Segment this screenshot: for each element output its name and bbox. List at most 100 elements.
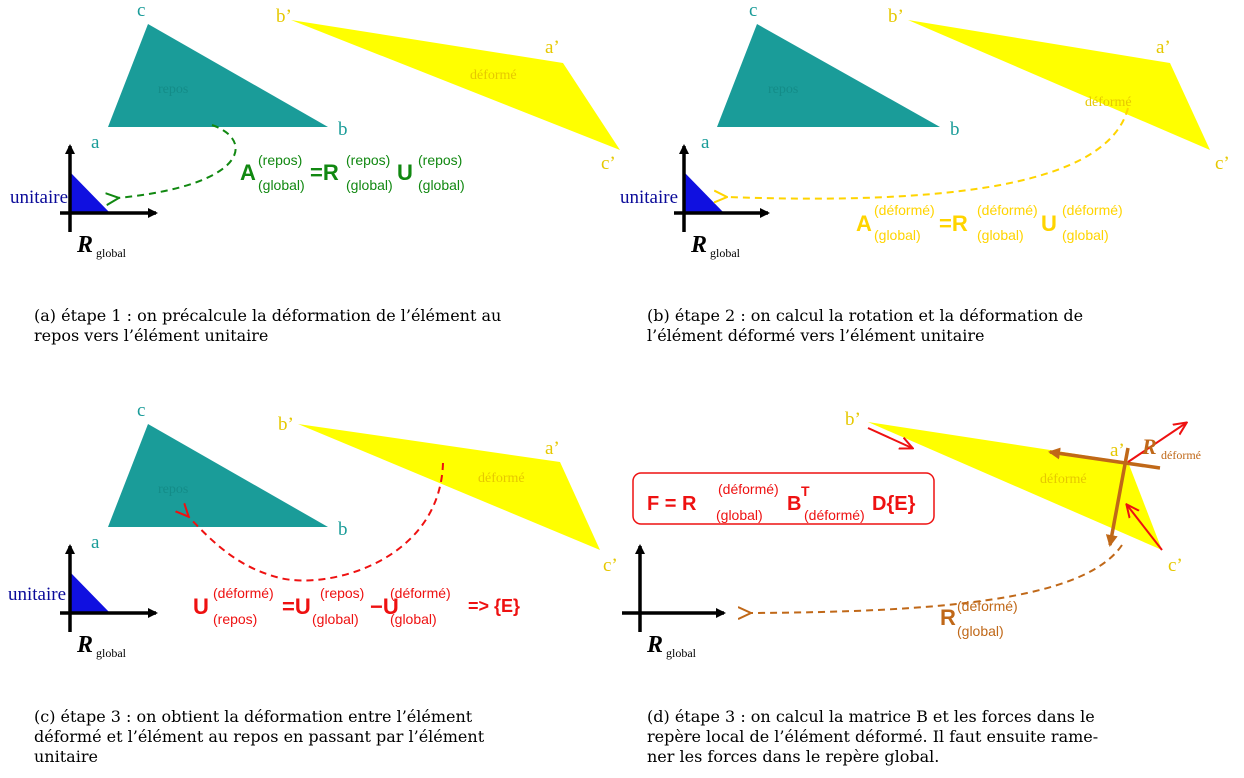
deformed-triangle bbox=[291, 20, 620, 150]
caption-line: déformé et l’élément au repos en passant… bbox=[34, 727, 485, 746]
svg-text:U: U bbox=[1041, 211, 1057, 236]
svg-text:(déformé): (déformé) bbox=[957, 598, 1018, 614]
svg-text:A: A bbox=[240, 160, 256, 185]
formula-box bbox=[632, 472, 935, 525]
label-deforme-sub: déformé bbox=[1161, 448, 1201, 462]
label-deforme: déformé bbox=[1085, 95, 1132, 110]
svg-text:(déformé): (déformé) bbox=[213, 585, 274, 601]
svg-text:(global): (global) bbox=[258, 177, 305, 193]
caption-line: repère local de l’élément déformé. Il fa… bbox=[647, 727, 1099, 746]
svg-text:=R: =R bbox=[939, 211, 968, 236]
svg-text:=R: =R bbox=[310, 160, 339, 185]
svg-text:(global): (global) bbox=[874, 227, 921, 243]
svg-text:(déformé): (déformé) bbox=[390, 585, 451, 601]
label-deforme: déformé bbox=[1040, 472, 1087, 487]
svg-text:(global): (global) bbox=[977, 227, 1024, 243]
caption-line: ner les forces dans le repère global. bbox=[647, 747, 940, 766]
svg-text:(déformé): (déformé) bbox=[718, 481, 779, 497]
caption-line: (a) étape 1 : on précalcule la déformati… bbox=[34, 306, 502, 325]
label-R-global: R bbox=[690, 232, 707, 258]
label-repos: repos bbox=[158, 482, 188, 497]
panel-c: c a b b’ a’ c’ repos déformé unitaire R … bbox=[8, 400, 618, 660]
label-repos: repos bbox=[768, 82, 798, 97]
label-a: a bbox=[701, 132, 710, 153]
equation-b: A (déformé) (global) =R (déformé) (globa… bbox=[856, 202, 1123, 243]
local-x-axis bbox=[1048, 447, 1161, 470]
label-R-global: R bbox=[646, 632, 663, 658]
svg-text:(global): (global) bbox=[418, 177, 465, 193]
label-b: b bbox=[950, 119, 960, 140]
svg-text:(global): (global) bbox=[957, 623, 1004, 639]
deformed-triangle bbox=[298, 424, 600, 550]
label-global-sub: global bbox=[710, 246, 741, 260]
label-a-prime: a’ bbox=[1110, 440, 1125, 461]
svg-text:(global): (global) bbox=[1062, 227, 1109, 243]
label-c: c bbox=[137, 0, 145, 21]
panel-d: b’ a’ c’ déformé R déformé R global R (d… bbox=[622, 409, 1201, 660]
label-global-sub: global bbox=[96, 246, 127, 260]
label-b-prime: b’ bbox=[845, 409, 861, 430]
svg-text:U: U bbox=[193, 594, 209, 619]
panel-a: c a b b’ a’ c’ repos déformé unitaire R … bbox=[10, 0, 620, 260]
svg-text:(déformé): (déformé) bbox=[874, 202, 935, 218]
svg-text:T: T bbox=[801, 483, 810, 499]
label-R-global: R bbox=[76, 232, 93, 258]
unit-triangle bbox=[684, 172, 724, 213]
return-arrow bbox=[750, 544, 1123, 613]
label-b-prime: b’ bbox=[276, 6, 292, 27]
local-y-axis bbox=[1105, 447, 1130, 547]
label-deforme: déformé bbox=[478, 471, 525, 486]
svg-text:(repos): (repos) bbox=[320, 585, 364, 601]
label-unitaire: unitaire bbox=[8, 584, 66, 605]
svg-text:D{E}: D{E} bbox=[872, 493, 916, 515]
equation-c: U (déformé) (repos) =U (repos) (global) … bbox=[193, 585, 520, 627]
label-c: c bbox=[137, 400, 145, 421]
label-a-prime: a’ bbox=[545, 37, 560, 58]
label-unitaire: unitaire bbox=[10, 187, 68, 208]
svg-text:F = R: F = R bbox=[647, 493, 697, 515]
caption-line: unitaire bbox=[34, 747, 98, 766]
force-arrow-b bbox=[867, 427, 912, 448]
force-arrow-a bbox=[1127, 423, 1186, 463]
svg-text:−U: −U bbox=[370, 594, 399, 619]
rest-triangle bbox=[717, 24, 940, 127]
caption-a: (a) étape 1 : on précalcule la déformati… bbox=[34, 306, 594, 346]
svg-text:(déformé): (déformé) bbox=[977, 202, 1038, 218]
rest-triangle bbox=[108, 424, 328, 527]
svg-text:=> {E}: => {E} bbox=[468, 596, 520, 616]
svg-text:B: B bbox=[787, 493, 801, 515]
svg-text:(déformé): (déformé) bbox=[804, 507, 865, 523]
mapping-arrow bbox=[118, 124, 237, 198]
svg-text:(repos): (repos) bbox=[346, 152, 390, 168]
svg-text:U: U bbox=[397, 160, 413, 185]
label-repos: repos bbox=[158, 82, 188, 97]
label-R-global: R bbox=[76, 632, 93, 658]
svg-text:A: A bbox=[856, 211, 872, 236]
label-a-prime: a’ bbox=[1156, 37, 1171, 58]
caption-line: l’élément déformé vers l’élément unitair… bbox=[647, 326, 985, 345]
equation-a: A (repos) (global) =R (repos) (global) U… bbox=[240, 152, 465, 193]
label-b-prime: b’ bbox=[278, 414, 294, 435]
svg-text:(global): (global) bbox=[312, 611, 359, 627]
label-global-sub: global bbox=[96, 646, 127, 660]
caption-d: (d) étape 3 : on calcul la matrice B et … bbox=[647, 707, 1207, 767]
label-b-prime: b’ bbox=[888, 6, 904, 27]
unit-triangle bbox=[70, 572, 110, 613]
label-b: b bbox=[338, 119, 348, 140]
force-arrow-c bbox=[1127, 505, 1163, 551]
label-a: a bbox=[91, 532, 100, 553]
svg-text:(déformé): (déformé) bbox=[1062, 202, 1123, 218]
panel-b: c a b b’ a’ c’ repos déformé unitaire R … bbox=[620, 0, 1230, 260]
label-c-prime: c’ bbox=[1168, 555, 1183, 576]
svg-text:(global): (global) bbox=[390, 611, 437, 627]
svg-text:(repos): (repos) bbox=[418, 152, 462, 168]
label-b: b bbox=[338, 519, 348, 540]
rest-triangle bbox=[108, 24, 328, 127]
label-c-prime: c’ bbox=[1215, 153, 1230, 174]
svg-text:(global): (global) bbox=[716, 507, 763, 523]
svg-text:(global): (global) bbox=[346, 177, 393, 193]
svg-text:(repos): (repos) bbox=[258, 152, 302, 168]
label-c-prime: c’ bbox=[601, 153, 616, 174]
formula-f: F = R (déformé) (global) B T (déformé) D… bbox=[647, 481, 916, 523]
